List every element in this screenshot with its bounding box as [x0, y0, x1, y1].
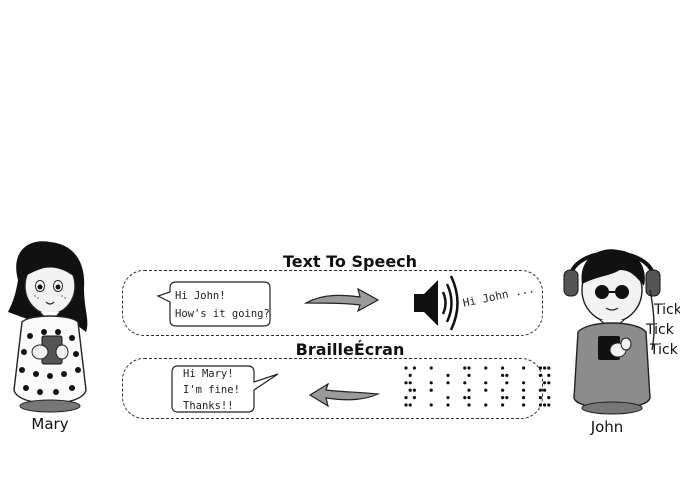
braille-dots-icon	[404, 366, 551, 407]
tts-panel	[122, 270, 543, 336]
john-illustration	[563, 249, 661, 415]
braille-panel-title: BrailleÉcran	[295, 340, 405, 359]
mary-label: Mary	[31, 415, 69, 433]
tts-bubble-line-1: Hi John!	[175, 290, 226, 302]
tick-label-1: Tick	[654, 302, 680, 318]
tts-panel-title: Text To Speech	[282, 252, 418, 271]
braille-panel	[122, 358, 543, 419]
arrow-right-icon	[303, 287, 380, 313]
tick-label-2: Tick	[646, 322, 674, 338]
braille-speech-bubble	[171, 365, 279, 413]
braille-bubble-line-1: Hi Mary!	[183, 368, 234, 380]
tts-speech-bubble	[156, 281, 271, 327]
braille-bubble-line-2: I'm fine!	[183, 384, 240, 396]
arrow-left-icon	[308, 382, 381, 408]
braille-bubble-line-3: Thanks!!	[183, 400, 234, 412]
tick-label-3: Tick	[650, 342, 678, 358]
mary-figure	[0, 240, 96, 418]
speaker-icon	[414, 275, 459, 331]
john-figure	[560, 240, 664, 416]
john-label: John	[590, 418, 624, 436]
mary-illustration	[8, 241, 88, 413]
tts-bubble-line-2: How's it going?	[175, 308, 270, 320]
